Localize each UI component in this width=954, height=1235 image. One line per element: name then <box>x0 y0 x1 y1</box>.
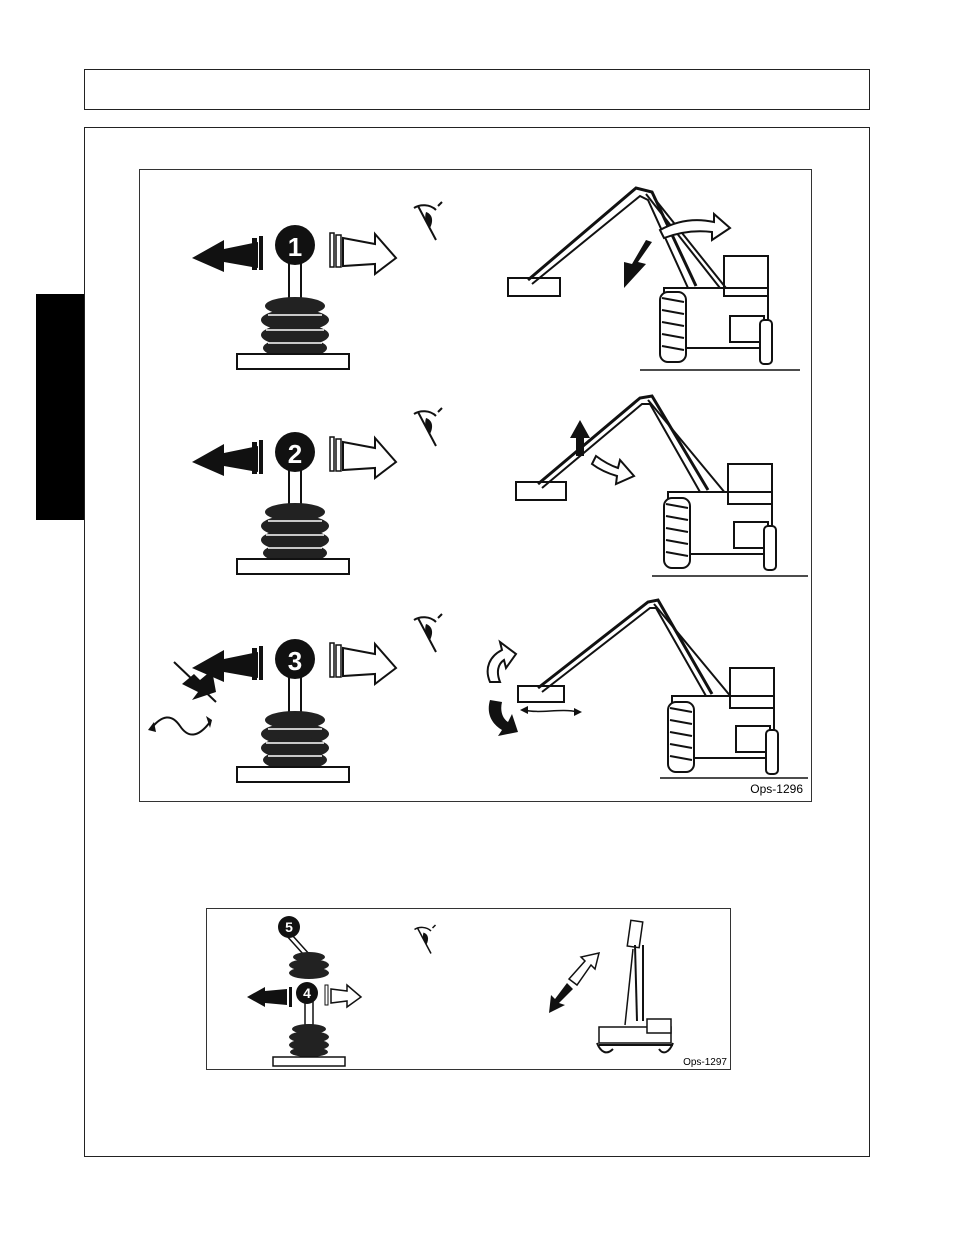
joystick-icon <box>237 676 349 782</box>
boom-mower-rear-illustration <box>549 920 673 1052</box>
eye-icon <box>414 408 442 446</box>
control-row-1 <box>192 188 800 370</box>
step-1-number: 1 <box>283 232 307 263</box>
step-3-number: 3 <box>283 646 307 677</box>
arrow-left-filled-icon <box>192 236 263 272</box>
step-5-number: 5 <box>283 919 295 935</box>
boom-mower-illustration <box>508 188 800 370</box>
arrow-right-outline-icon <box>330 233 396 274</box>
figure-ops-1297: 5 4 Ops-1297 <box>206 908 731 1070</box>
figure-1-illustration <box>140 170 813 803</box>
step-2-number: 2 <box>283 439 307 470</box>
arrow-right-outline-icon <box>330 437 396 478</box>
figure-2-reference: Ops-1297 <box>683 1057 727 1068</box>
step-4-number: 4 <box>301 985 313 1001</box>
arrow-left-filled-icon <box>247 987 292 1007</box>
boom-mower-illustration <box>516 396 808 576</box>
arrow-left-filled-icon <box>192 646 263 682</box>
joystick-icon <box>273 1001 345 1066</box>
arrow-left-filled-icon <box>192 440 263 476</box>
float-wave-icon <box>150 717 210 734</box>
eye-icon <box>414 614 442 652</box>
arrow-right-outline-icon <box>325 985 361 1007</box>
eye-icon <box>414 202 442 240</box>
figure-ops-1296: 1 2 3 Ops-1296 <box>139 169 812 802</box>
eye-icon <box>415 925 436 954</box>
page-header-box <box>84 69 870 110</box>
control-row-2 <box>192 396 808 576</box>
arrow-right-outline-icon <box>330 643 396 684</box>
figure-1-reference: Ops-1296 <box>750 782 803 796</box>
joystick-icon <box>237 466 349 574</box>
joystick-icon <box>289 935 329 979</box>
boom-mower-illustration <box>488 600 808 778</box>
control-row-3 <box>148 600 808 782</box>
joystick-icon <box>237 260 349 369</box>
section-tab <box>36 294 84 520</box>
